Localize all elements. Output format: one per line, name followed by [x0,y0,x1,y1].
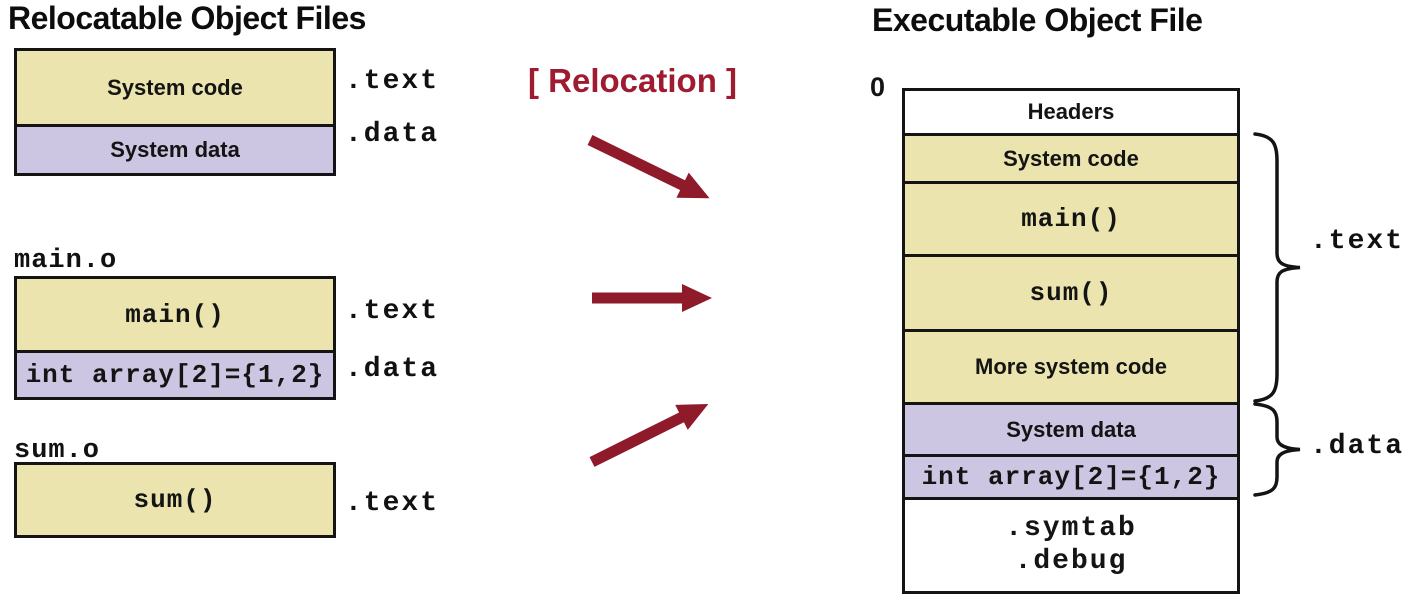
relocation-arrow-top-icon [587,135,710,199]
sum-function-section: sum() [17,465,333,535]
executable-file-title: Executable Object File [872,2,1203,38]
address-zero-label: 0 [870,72,886,102]
executable-box: Headers System code main() sum() More sy… [902,88,1240,594]
system-data-label: System data [110,137,240,162]
section-symtab-debug: .symtab .debug [905,500,1237,591]
relocation-arrow-middle-icon [592,284,712,312]
main-function-label: main() [125,299,225,330]
headers-label: Headers [1027,99,1115,124]
exec-system-data-label: System data [1006,416,1136,442]
data-brace-icon [1253,402,1301,497]
main-o-box: main() int array[2]={1,2} [14,276,336,400]
main-function-section: main() [17,279,333,353]
sum-o-box: sum() [14,462,336,538]
system-code-label: System code [107,74,243,100]
relocation-label: [ Relocation ] [528,62,738,99]
section-more-system-code: More system code [905,332,1237,405]
sum-text-section-tag: .text [345,488,440,519]
text-brace-icon [1253,132,1301,403]
exec-data-brace-label: .data [1310,431,1405,462]
section-braces [1253,132,1301,497]
exec-system-code-label: System code [1003,145,1139,171]
system-data-section: System data [17,127,333,173]
system-object-file-box: System code System data [14,48,336,176]
main-o-filename: main.o [14,246,118,276]
system-text-section-tag: .text [345,66,440,97]
exec-text-brace-label: .text [1310,226,1405,257]
main-text-section-tag: .text [345,296,440,327]
main-int-array-label: int array[2]={1,2} [25,360,325,390]
section-system-code: System code [905,136,1237,184]
exec-sum-label: sum() [1029,278,1113,308]
section-int-array: int array[2]={1,2} [905,457,1237,500]
sum-o-filename: sum.o [14,436,101,466]
main-int-array-section: int array[2]={1,2} [17,353,333,397]
sum-function-label: sum() [133,485,217,515]
relocation-arrows [587,135,712,467]
section-headers: Headers [905,91,1237,136]
section-main-function: main() [905,184,1237,257]
exec-int-array-label: int array[2]={1,2} [921,462,1221,492]
section-sum-function: sum() [905,257,1237,332]
system-code-section: System code [17,51,333,127]
symtab-label: .symtab [1005,513,1137,545]
relocation-arrow-bottom-icon [589,403,709,467]
main-data-section-tag: .data [345,354,440,385]
exec-main-label: main() [1021,204,1121,234]
section-system-data: System data [905,405,1237,457]
more-system-code-label: More system code [975,354,1167,379]
debug-label: .debug [1014,545,1128,577]
relocatable-files-title: Relocatable Object Files [8,0,366,36]
system-data-section-tag: .data [345,119,440,150]
